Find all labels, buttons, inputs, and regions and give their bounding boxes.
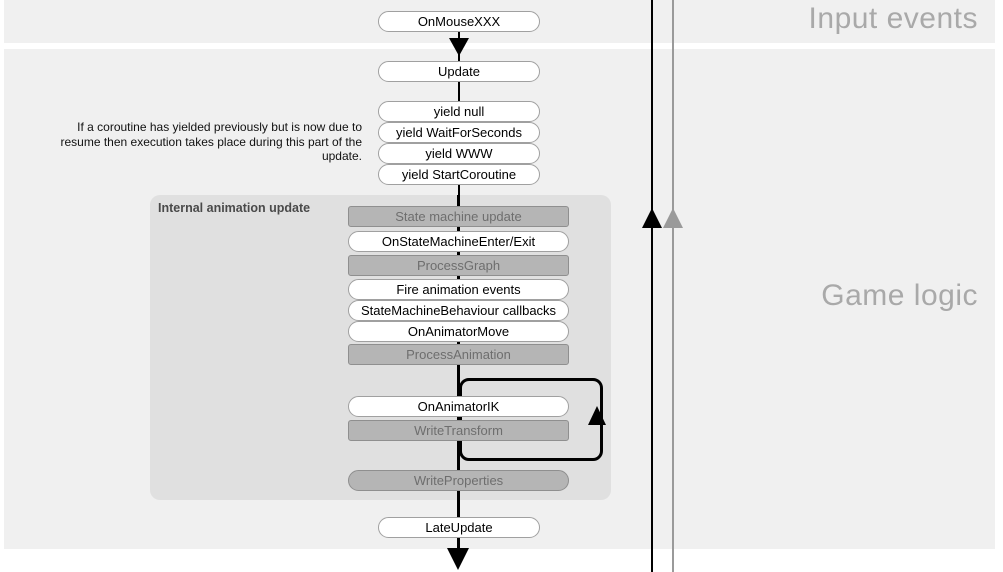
arrow-up-black-icon [642,208,662,228]
arrow-up-gray-icon [663,208,683,228]
section-label-input-events: Input events [808,2,978,35]
internal-animation-update-title: Internal animation update [158,201,311,215]
node-update: Update [378,61,540,82]
node-processanimation: ProcessAnimation [348,344,569,365]
node-yield-www: yield WWW [378,143,540,164]
main-flow-line-lower [457,195,460,552]
section-label-game-logic: Game logic [821,279,978,312]
arrow-down-after-lateupdate-icon [447,548,469,570]
node-lateupdate: LateUpdate [378,517,540,538]
loop-arrow-up-icon [588,406,606,425]
physics-return-line-gray [672,0,674,572]
node-yield-waitforseconds: yield WaitForSeconds [378,122,540,143]
node-onmousexxx: OnMouseXXX [378,11,540,32]
node-statemachinebehaviour-callbacks: StateMachineBehaviour callbacks [348,300,569,321]
node-processgraph: ProcessGraph [348,255,569,276]
node-onstatemachineenter-exit: OnStateMachineEnter/Exit [348,231,569,252]
arrow-down-to-update-icon [449,38,469,56]
node-yield-null: yield null [378,101,540,122]
node-writetransform: WriteTransform [348,420,569,441]
node-fire-animation-events: Fire animation events [348,279,569,300]
physics-return-line-black [651,0,653,572]
node-yield-startcoroutine: yield StartCoroutine [378,164,540,185]
coroutine-note: If a coroutine has yielded previously bu… [60,120,362,163]
node-state-machine-update: State machine update [348,206,569,227]
node-onanimatorik: OnAnimatorIK [348,396,569,417]
node-writeproperties: WriteProperties [348,470,569,491]
node-onanimatormove: OnAnimatorMove [348,321,569,342]
